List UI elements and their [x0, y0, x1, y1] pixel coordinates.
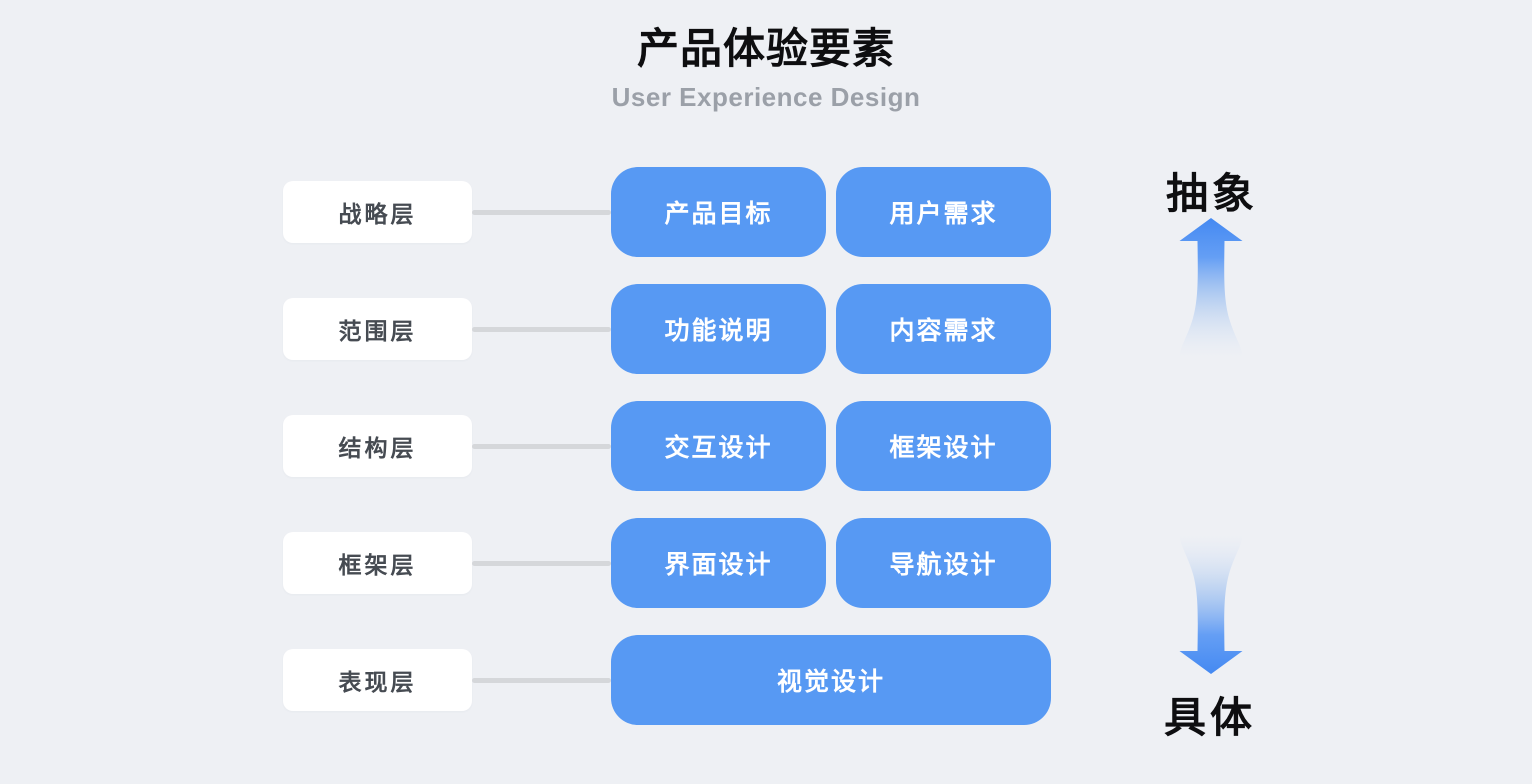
element-box: 导航设计 [836, 518, 1051, 608]
layer-row-surface: 表现层 视觉设计 [283, 635, 1051, 725]
element-box-label: 用户需求 [889, 200, 998, 228]
layer-label-box: 范围层 [283, 298, 472, 360]
connector-line [472, 209, 611, 215]
layer-label-box: 战略层 [283, 181, 472, 243]
header: 产品体验要素 User Experience Design [0, 25, 1532, 113]
layer-row-strategy: 战略层 产品目标 用户需求 [283, 167, 1051, 257]
layer-label-box: 框架层 [283, 532, 472, 594]
page-subtitle: User Experience Design [611, 82, 921, 113]
element-box: 界面设计 [611, 518, 826, 608]
element-box-label: 界面设计 [664, 551, 773, 579]
up-arrow-icon [1179, 218, 1243, 358]
element-boxes: 功能说明 内容需求 [611, 284, 1051, 374]
element-box-label: 功能说明 [664, 317, 773, 345]
connector-line [472, 443, 611, 449]
element-box: 功能说明 [611, 284, 826, 374]
layer-label: 战略层 [338, 201, 417, 227]
element-box: 产品目标 [611, 167, 826, 257]
connector-line [472, 326, 611, 332]
page-title: 产品体验要素 [636, 25, 895, 72]
layer-label: 范围层 [338, 318, 417, 344]
layer-row-scope: 范围层 功能说明 内容需求 [283, 284, 1051, 374]
layer-label-box: 结构层 [283, 415, 472, 477]
layer-row-skeleton: 框架层 界面设计 导航设计 [283, 518, 1051, 608]
element-boxes: 交互设计 框架设计 [611, 401, 1051, 491]
connector-line [472, 677, 611, 683]
axis-label-abstract: 抽象 [1165, 170, 1258, 217]
element-box-label: 交互设计 [664, 434, 773, 462]
layer-label-box: 表现层 [283, 649, 472, 711]
axis-label-concrete: 具体 [1163, 694, 1256, 741]
layer-label: 框架层 [338, 552, 417, 578]
element-box: 视觉设计 [611, 635, 1051, 725]
down-arrow-icon [1179, 534, 1243, 674]
element-box-label: 框架设计 [889, 434, 998, 462]
element-box: 内容需求 [836, 284, 1051, 374]
element-box-label: 产品目标 [664, 200, 773, 228]
layer-label: 结构层 [338, 435, 417, 461]
element-boxes: 界面设计 导航设计 [611, 518, 1051, 608]
layer-label: 表现层 [338, 669, 417, 695]
element-boxes: 产品目标 用户需求 [611, 167, 1051, 257]
element-box-label: 导航设计 [889, 551, 998, 579]
element-box: 用户需求 [836, 167, 1051, 257]
layer-row-structure: 结构层 交互设计 框架设计 [283, 401, 1051, 491]
element-box-label: 视觉设计 [776, 668, 885, 696]
element-boxes: 视觉设计 [611, 635, 1051, 725]
element-box: 框架设计 [836, 401, 1051, 491]
element-box-label: 内容需求 [889, 317, 998, 345]
element-box: 交互设计 [611, 401, 826, 491]
connector-line [472, 560, 611, 566]
